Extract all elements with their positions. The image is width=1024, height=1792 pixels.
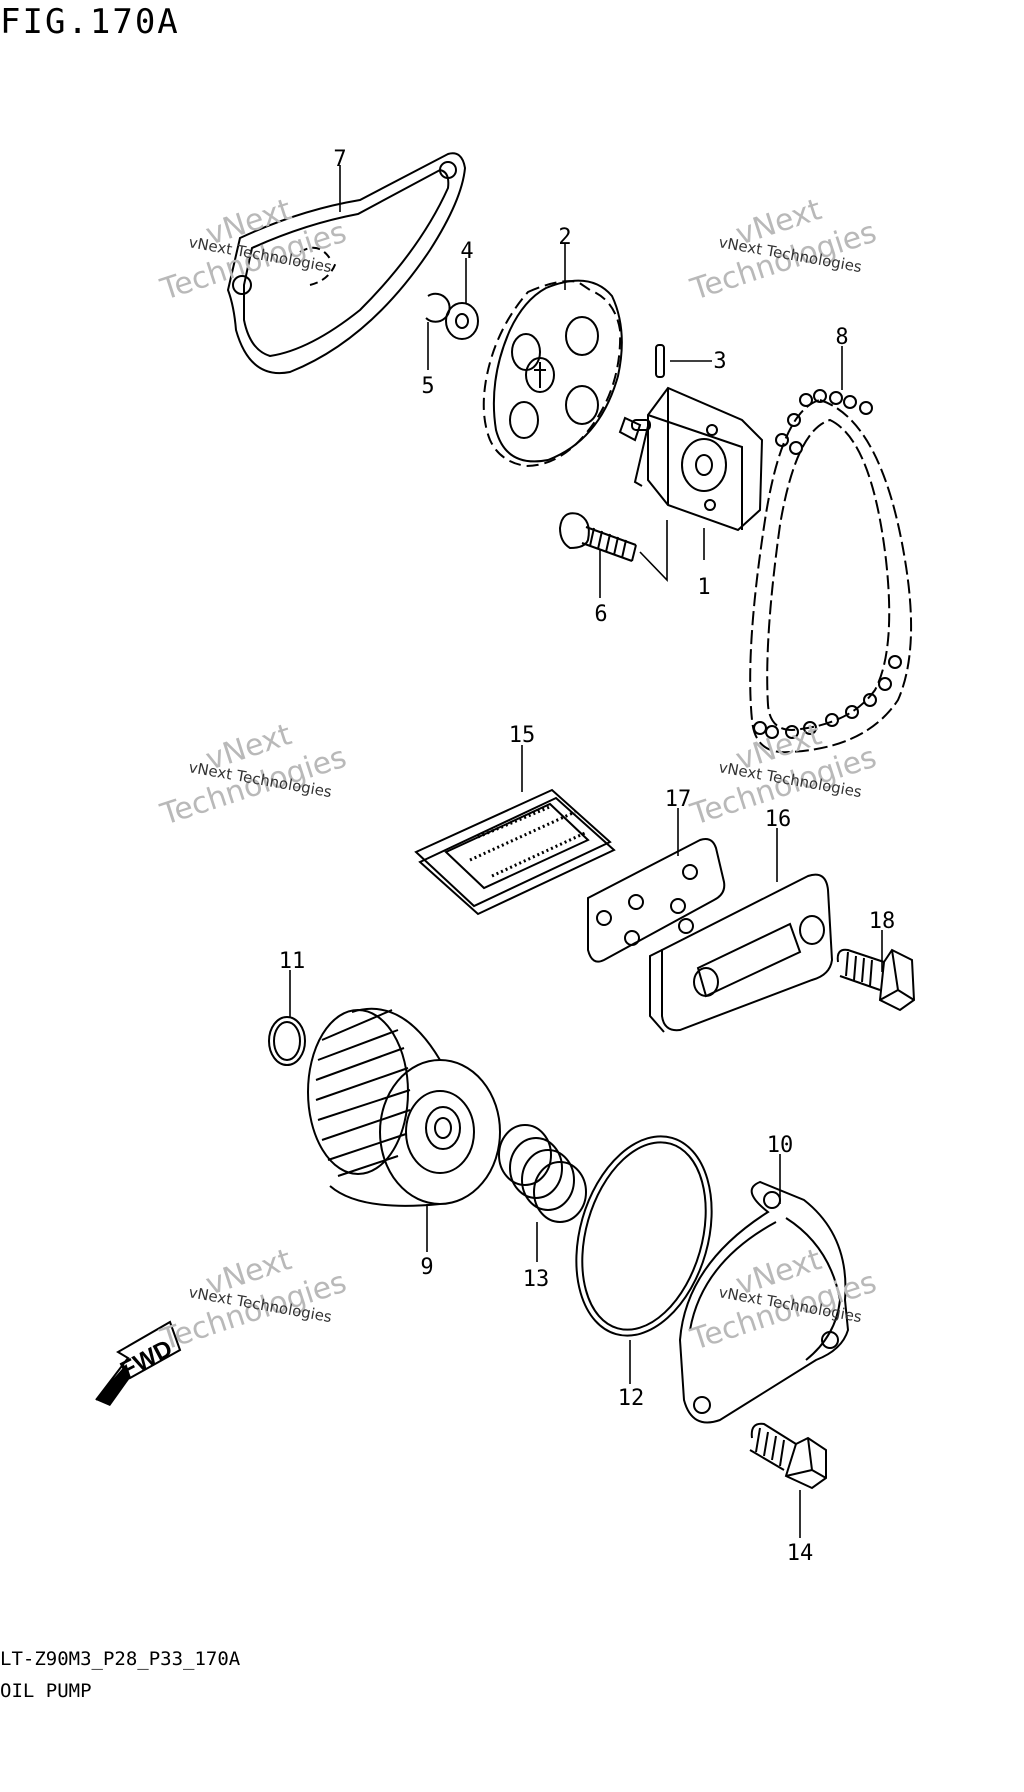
callout-8: 8: [835, 325, 848, 350]
callout-9: 9: [420, 1255, 433, 1280]
part-10-filter-cap: [678, 1180, 850, 1424]
part-4-washer: [445, 302, 479, 340]
part-2-driven-gear: [482, 279, 623, 468]
callout-14: 14: [787, 1541, 814, 1566]
part-9-oil-filter: [307, 1007, 501, 1207]
part-8-drive-chain: [749, 389, 913, 754]
callout-11: 11: [279, 949, 306, 974]
part-17-gasket: [587, 838, 726, 963]
callout-12: 12: [618, 1386, 645, 1411]
callouts: 1 2 3 4 5 6 7 8 9 10 11 12 13 14 15 16 1…: [279, 147, 896, 1566]
watermark-bottom-right: vNext Technologies vNext Technologies: [686, 1242, 881, 1358]
watermark-bottom-left: vNext Technologies vNext Technologies: [156, 1242, 351, 1358]
part-16-strainer-cap: [649, 873, 834, 1033]
diagram-code: LT-Z90M3_P28_P33_170A: [0, 1648, 241, 1670]
callout-7: 7: [333, 147, 346, 172]
callout-4: 4: [460, 239, 473, 264]
part-1-oil-pump-body: [618, 386, 764, 532]
watermark-top-left: vNext Technologies vNext Technologies: [156, 192, 351, 308]
part-7-pump-cover: [226, 152, 467, 375]
callout-13: 13: [523, 1267, 550, 1292]
part-13-spring: [498, 1124, 587, 1223]
callout-3: 3: [713, 349, 726, 374]
callout-6: 6: [594, 602, 607, 627]
watermark-mid-left: vNext Technologies vNext Technologies: [156, 717, 351, 833]
callout-15: 15: [509, 723, 536, 748]
figure-title: FIG.170A: [0, 2, 180, 42]
watermark-top-right: vNext Technologies vNext Technologies: [686, 192, 881, 308]
callout-16: 16: [765, 807, 792, 832]
callout-5: 5: [421, 374, 434, 399]
part-12-cover-o-ring: [575, 1135, 713, 1337]
leader-lines: [289, 165, 883, 1538]
part-3-pin: [655, 344, 665, 378]
callout-17: 17: [665, 787, 692, 812]
callout-1: 1: [697, 575, 710, 600]
diagram-name: OIL PUMP: [0, 1680, 92, 1702]
callout-18: 18: [869, 909, 896, 934]
part-15-oil-strainer: [414, 788, 616, 916]
part-6-screw: [558, 512, 637, 562]
part-18-bolt: [836, 948, 916, 1012]
callout-2: 2: [558, 225, 571, 250]
part-14-flange-bolt: [749, 1422, 827, 1490]
callout-10: 10: [767, 1133, 794, 1158]
part-11-o-ring: [268, 1016, 306, 1066]
